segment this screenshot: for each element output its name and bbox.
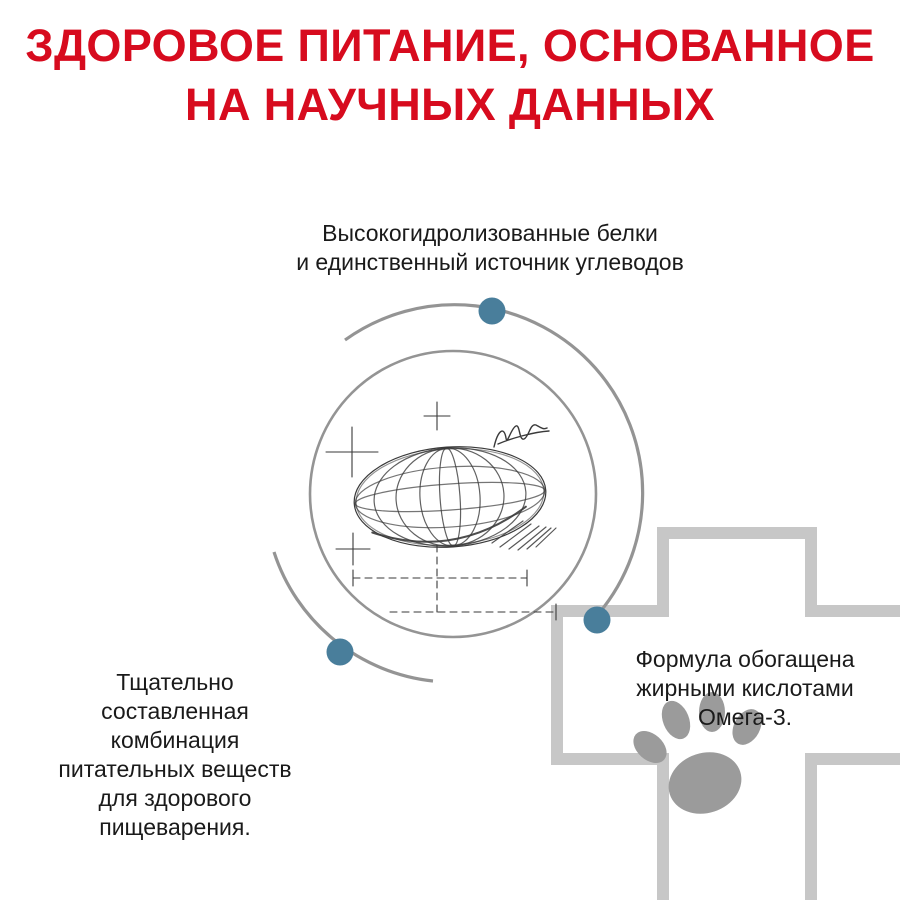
sketch-hatching bbox=[491, 520, 557, 551]
feature-dots bbox=[326, 297, 611, 666]
callout-digestion-line-3: комбинация bbox=[110, 727, 240, 753]
feature-dot-top bbox=[478, 297, 506, 325]
signature-scribble bbox=[493, 424, 550, 448]
page-title-line-2: НА НАУЧНЫХ ДАННЫХ bbox=[185, 79, 715, 130]
callout-omega3: Формула обогащена жирными кислотами Омег… bbox=[590, 645, 900, 732]
kibble-sketch bbox=[325, 401, 557, 621]
feature-dot-left bbox=[326, 638, 354, 666]
paw-icon bbox=[633, 692, 762, 814]
callout-digestion-line-5: для здорового bbox=[98, 785, 252, 811]
callout-digestion-line-4: питательных веществ bbox=[58, 756, 292, 782]
feature-dot-right bbox=[583, 606, 611, 634]
sketch-dimension-lines bbox=[352, 544, 557, 621]
callout-omega3-line-3: Омега-3. bbox=[697, 704, 792, 730]
page-title: ЗДОРОВОЕ ПИТАНИЕ, ОСНОВАННОЕ НА НАУЧНЫХ … bbox=[0, 16, 900, 134]
callout-protein-line-2: и единственный источник углеводов bbox=[296, 249, 684, 275]
callout-digestion-line-2: составленная bbox=[101, 698, 249, 724]
callout-digestion-line-1: Тщательно bbox=[116, 669, 234, 695]
sketch-crosshairs bbox=[325, 401, 451, 566]
callout-omega3-line-2: жирными кислотами bbox=[636, 675, 854, 701]
callout-protein-line-1: Высокогидролизованные белки bbox=[322, 220, 658, 246]
callout-digestion: Тщательно составленная комбинация питате… bbox=[20, 668, 330, 842]
callout-digestion-line-6: пищеварения. bbox=[99, 814, 251, 840]
callout-protein: Высокогидролизованные белки и единственн… bbox=[210, 219, 770, 277]
page-title-line-1: ЗДОРОВОЕ ПИТАНИЕ, ОСНОВАННОЕ bbox=[25, 20, 875, 71]
callout-omega3-line-1: Формула обогащена bbox=[635, 646, 855, 672]
vet-cross-icon bbox=[551, 527, 900, 900]
